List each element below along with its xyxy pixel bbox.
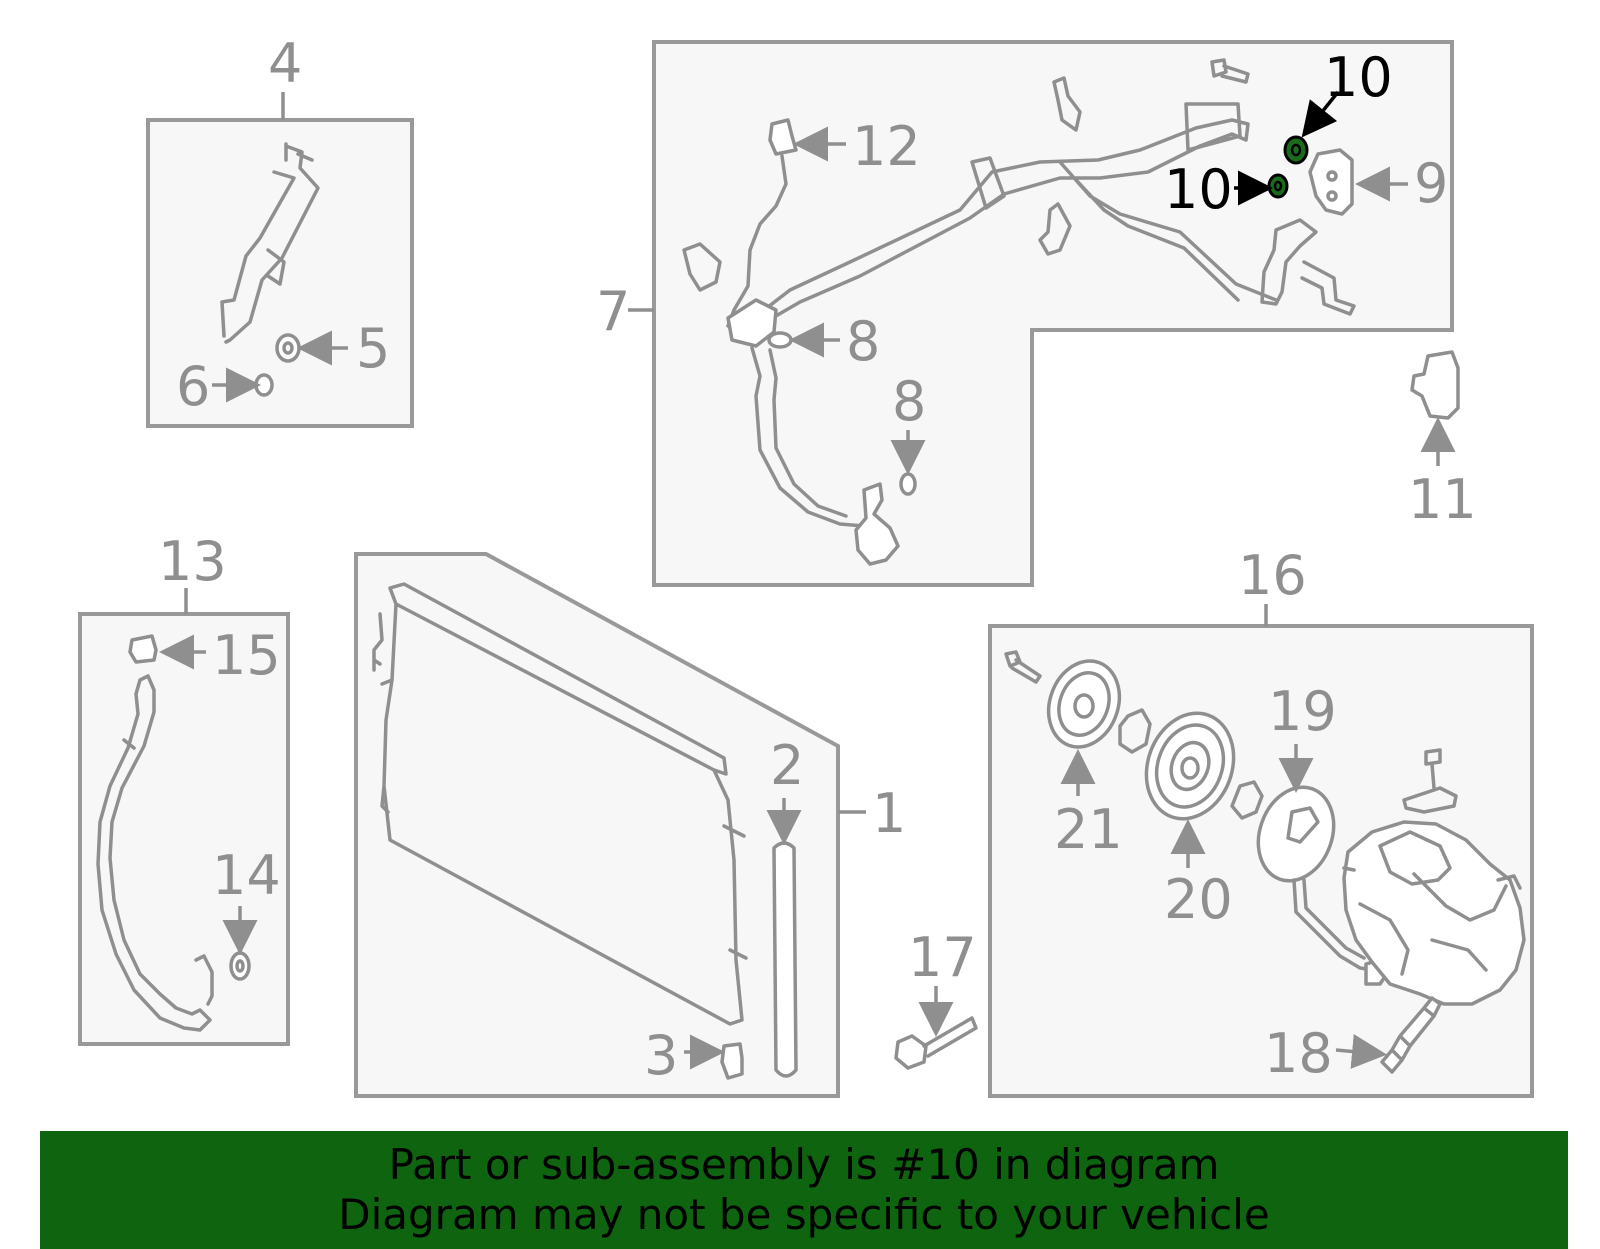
callout-20: 20 [1164, 868, 1233, 931]
o-ring-10b[interactable] [1267, 173, 1289, 199]
discharge-line [220, 142, 320, 344]
compressor-bracket [1402, 786, 1458, 814]
clutch-bolt [1004, 650, 1042, 684]
o-ring-8a [767, 331, 793, 349]
callout-14: 14 [212, 844, 281, 907]
plug-3 [720, 1042, 744, 1080]
callout-19: 19 [1268, 680, 1337, 743]
service-port [682, 242, 722, 292]
callout-9: 9 [1414, 152, 1448, 215]
group-4-discharge-line: 4 5 6 [146, 32, 414, 428]
expansion-valve-9 [1308, 148, 1354, 216]
callout-4: 4 [268, 32, 302, 95]
callout-15: 15 [212, 624, 281, 687]
shim [1118, 708, 1152, 754]
banner-line-2: Diagram may not be specific to your vehi… [338, 1190, 1270, 1239]
bolt [1210, 58, 1250, 84]
callout-16: 16 [1238, 544, 1307, 607]
suction-line [744, 102, 1278, 326]
callout-2: 2 [770, 734, 804, 797]
group-13-liquid-line: 13 15 14 [78, 530, 290, 1046]
cap-15 [128, 634, 158, 664]
o-ring-14 [229, 951, 251, 981]
group-4-box [146, 118, 414, 428]
group-1-condenser: 1 2 3 [354, 552, 906, 1098]
callout-3: 3 [644, 1024, 678, 1087]
info-banner: Part or sub-assembly is #10 in diagram D… [40, 1131, 1568, 1249]
callout-10a: 10 [1324, 46, 1393, 109]
callout-21: 21 [1054, 798, 1123, 861]
group-16-compressor: 16 21 20 19 18 [988, 544, 1534, 1098]
callout-7: 7 [596, 280, 630, 343]
clip [1038, 202, 1072, 256]
liquid-hose [750, 346, 866, 528]
callout-5: 5 [356, 317, 390, 380]
callout-18: 18 [1264, 1022, 1333, 1085]
o-ring-6 [254, 373, 274, 397]
hose-fitting [854, 482, 900, 566]
callout-8a: 8 [846, 310, 880, 373]
compressor-bolt [1424, 748, 1442, 790]
callout-10b: 10 [1164, 158, 1233, 221]
bracket [1052, 76, 1082, 132]
compressor-block [726, 298, 778, 348]
o-ring-5 [275, 333, 301, 363]
part-17-bolt: 17 [894, 926, 978, 1070]
callout-11: 11 [1408, 468, 1477, 531]
snap-ring [1230, 780, 1264, 820]
callout-8b: 8 [892, 370, 926, 433]
o-ring-10a[interactable] [1283, 135, 1309, 165]
banner-line-1: Part or sub-assembly is #10 in diagram [388, 1140, 1220, 1189]
receiver-drier-2 [772, 841, 798, 1078]
callout-1: 1 [872, 782, 906, 845]
o-ring-8b [899, 472, 917, 496]
callout-13: 13 [158, 530, 227, 593]
callout-6: 6 [176, 355, 210, 418]
callout-17: 17 [908, 926, 977, 989]
group-1-box [354, 552, 840, 1098]
group-7-line-assembly: 7 12 8 8 9 [596, 40, 1454, 587]
callout-12: 12 [852, 115, 921, 178]
group-13-box [78, 612, 290, 1046]
clutch-plate-21 [1046, 659, 1122, 749]
liquid-line [96, 674, 214, 1032]
part-11-sensor: 11 [1408, 350, 1477, 531]
pressure-sensor-18 [1380, 996, 1442, 1074]
condenser [372, 582, 748, 1026]
